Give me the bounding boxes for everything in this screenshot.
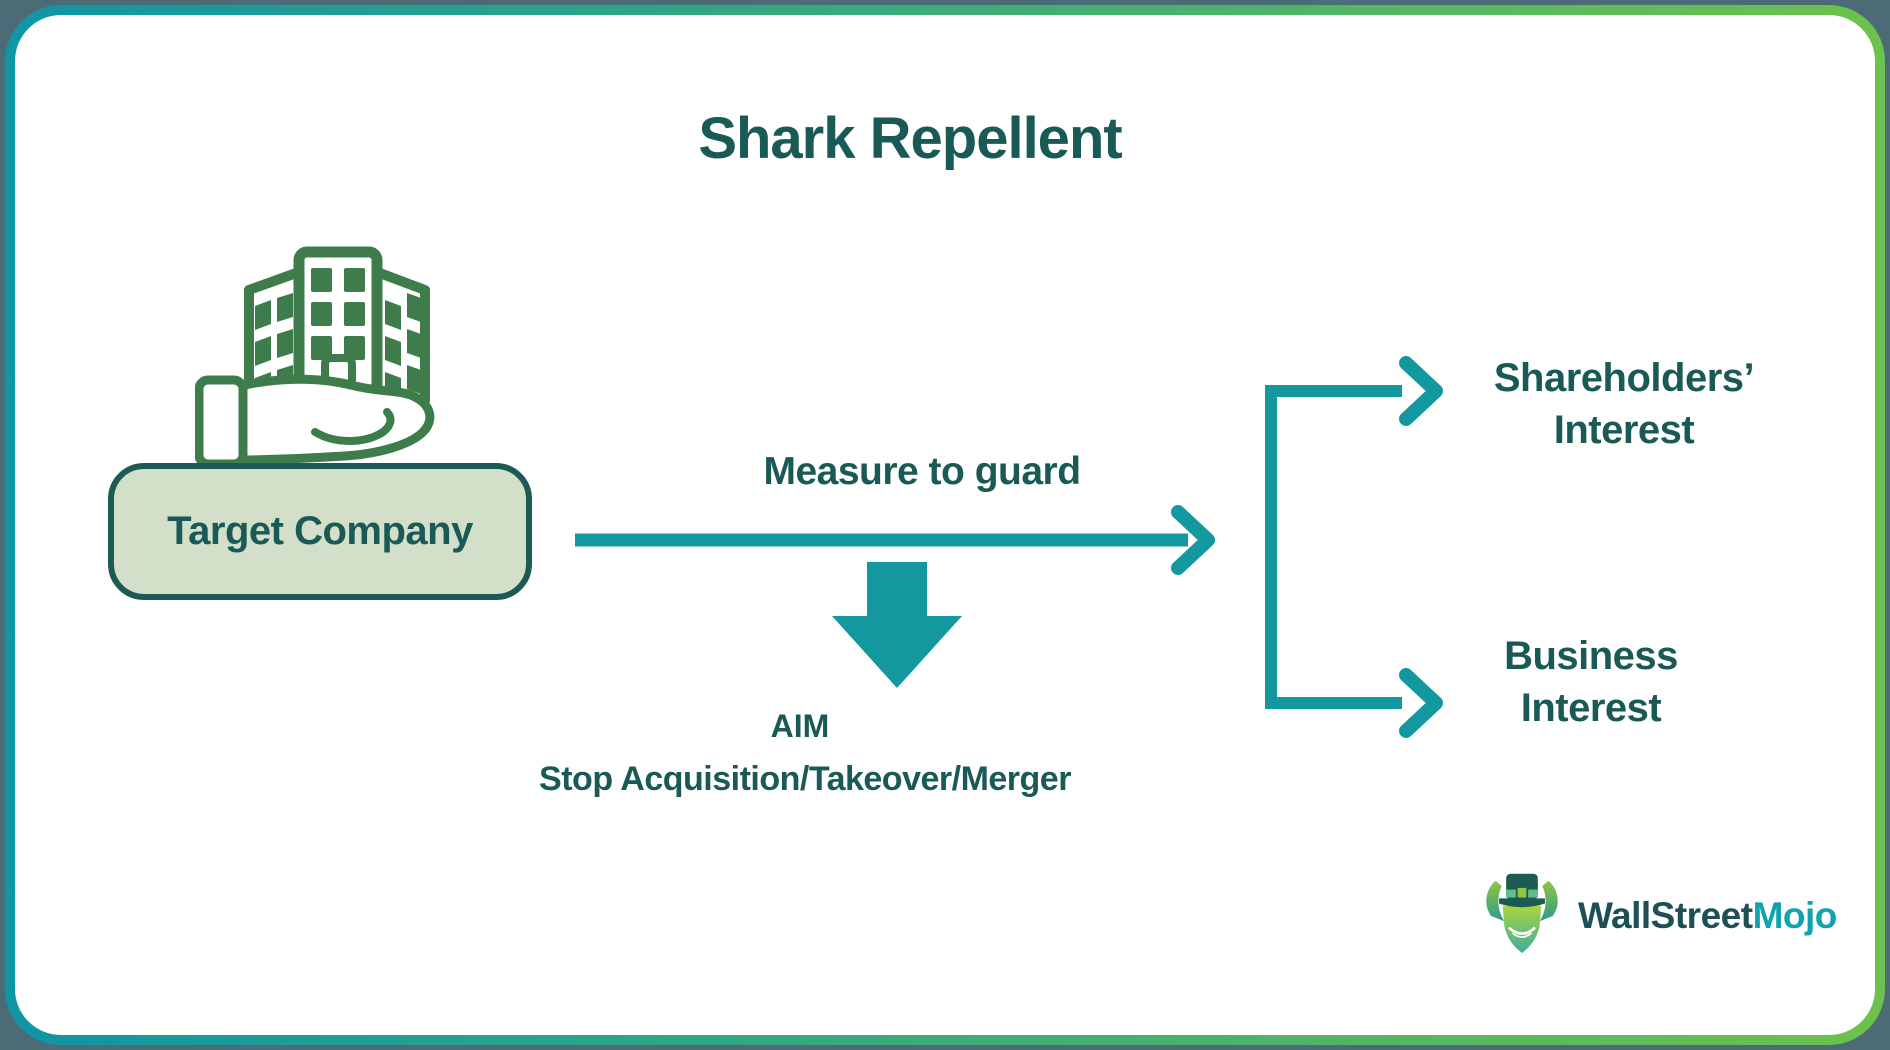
aim-heading: AIM — [770, 708, 830, 744]
outcome-business-interest: Business Interest — [1504, 630, 1678, 734]
outcome-line: Shareholders’ — [1493, 356, 1755, 400]
aim-description: Stop Acquisition/Takeover/Merger — [539, 760, 1071, 798]
hand-holding-building-icon — [195, 246, 435, 465]
page-title: Shark Repellent — [698, 105, 1122, 171]
outcome-line: Interest — [1553, 408, 1695, 452]
logo-text: WallStreetMojo — [1578, 895, 1837, 937]
outcome-line: Business — [1504, 634, 1678, 678]
central-building — [293, 246, 383, 416]
logo-text-wallstreet: WallStreet — [1578, 895, 1753, 936]
outcome-shareholders-interest: Shareholders’ Interest — [1493, 352, 1755, 456]
bull-mascot-icon — [1486, 873, 1558, 953]
target-company-node: Target Company — [108, 463, 532, 600]
wallstreetmojo-logo: WallStreetMojo — [1478, 870, 1837, 962]
measure-to-guard-label: Measure to guard — [763, 450, 1081, 493]
outcome-line: Interest — [1520, 686, 1662, 730]
logo-text-mojo: Mojo — [1752, 895, 1838, 936]
target-company-label: Target Company — [167, 509, 473, 553]
cuff — [195, 375, 248, 465]
hand — [195, 374, 435, 465]
